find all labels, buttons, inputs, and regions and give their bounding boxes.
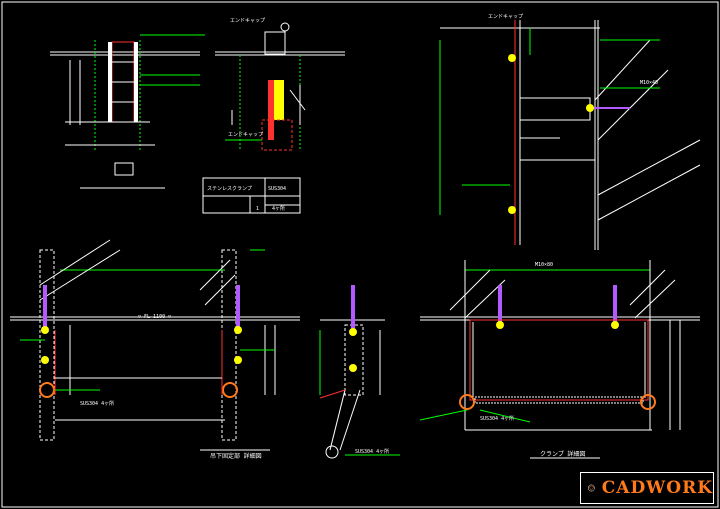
caption-left: 吊下固定部 詳細図 <box>210 452 262 460</box>
label-endcap-3: エンドキャップ <box>488 14 523 20</box>
caption-right: クランプ 詳細図 <box>540 450 585 458</box>
table-cell-count: 4ヶ所 <box>272 205 285 212</box>
table-cell-material: SUS304 <box>268 186 286 192</box>
label-m10x80: M10×80 <box>535 262 553 268</box>
table-cell-name: ステンレスクランプ <box>207 186 252 192</box>
material-table <box>202 177 301 214</box>
detail-bottom-right <box>419 260 700 459</box>
dragon-icon <box>587 484 595 492</box>
label-sus-1: SUS304 4ヶ所 <box>80 400 114 407</box>
label-endcap-1: エンドキャップ <box>230 18 265 24</box>
table-cell-qty: 1 <box>256 206 259 212</box>
cadwork-logo: CADWORK <box>580 472 714 504</box>
label-sus-3: SUS304 4ヶ所 <box>480 415 514 422</box>
label-m10x40: M10×40 <box>640 80 658 86</box>
detail-bottom-center <box>319 285 400 459</box>
label-endcap-2: エンドキャップ <box>228 132 263 138</box>
logo-text: CADWORK <box>601 478 713 498</box>
detail-a <box>50 34 205 189</box>
label-sus-2: SUS304 4ヶ所 <box>355 448 389 455</box>
level-mark: ▽ FL 1100 ▽ <box>138 314 171 320</box>
detail-bottom-left <box>10 239 300 451</box>
detail-b <box>215 22 345 151</box>
detail-c <box>439 20 701 250</box>
